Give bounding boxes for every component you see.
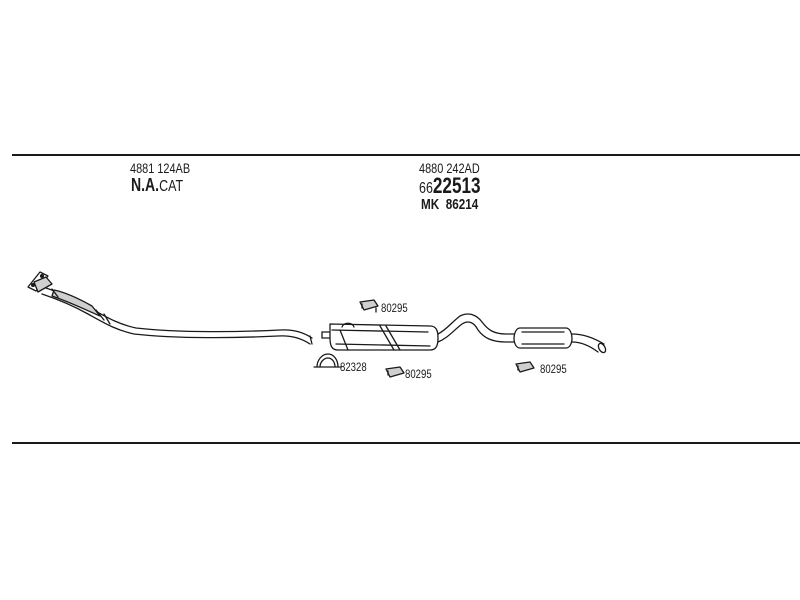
fitting-code: 80295 [540, 362, 567, 376]
rubber-hanger-icon [515, 361, 535, 373]
rubber-hanger-icon [385, 366, 405, 378]
fitting-code: 80295 [381, 301, 408, 315]
rear-silencer [513, 327, 573, 349]
rear-system-mk-number: 86214 [445, 196, 479, 213]
rear-system-code-prefix: 66 [419, 180, 433, 197]
pipe-clamp-icon [313, 353, 342, 368]
center-muffler [321, 322, 439, 351]
rear-system-mk-prefix: MK [421, 196, 440, 213]
front-pipe-part-number: 4881 124AB [130, 160, 191, 176]
fitting-code: 80295 [405, 367, 432, 381]
rubber-hanger-icon [359, 299, 379, 313]
rear-system-code: 6622513 [419, 175, 481, 197]
fitting-code: 82328 [340, 360, 367, 374]
top-divider [12, 154, 800, 156]
front-pipe [41, 287, 313, 345]
tail-pipe [571, 333, 607, 354]
front-pipe-type-suffix: CAT [159, 178, 184, 195]
rear-system-mk: MK 86214 [421, 197, 478, 212]
bottom-divider [12, 442, 800, 444]
rear-system-code-main: 22513 [432, 173, 481, 198]
front-pipe-type: N.A.CAT [131, 176, 183, 195]
front-flange-icon [27, 271, 53, 293]
front-pipe-type-prefix: N.A. [131, 175, 160, 195]
rear-system-part-number: 4880 242AD [419, 160, 480, 176]
intermediate-pipe [437, 313, 521, 343]
